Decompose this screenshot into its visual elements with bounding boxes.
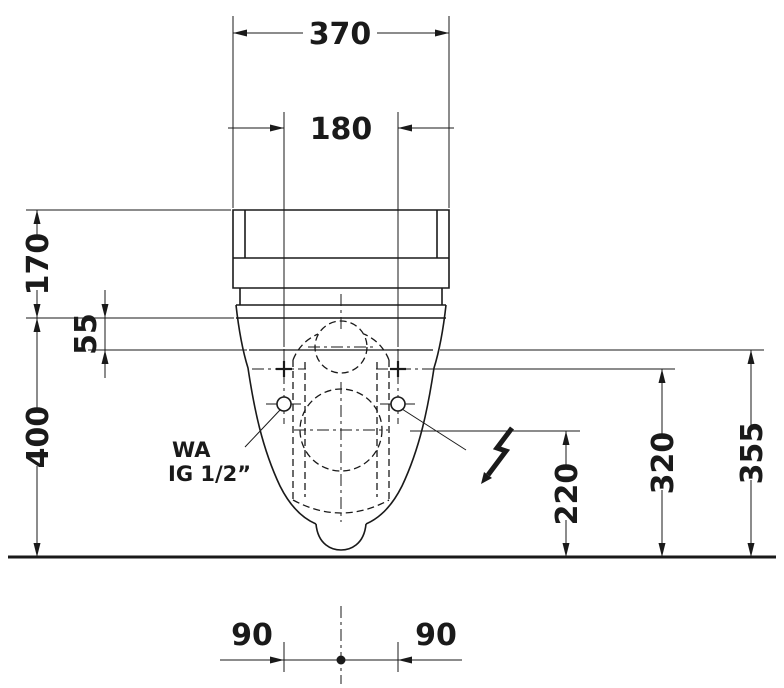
dim-rim-offset-value: 55: [69, 313, 104, 355]
dim-overall-width-value: 370: [309, 17, 372, 52]
mounting-point-right: [376, 349, 432, 424]
tank-outline: [232, 209, 450, 289]
fixing-hole-right: [380, 396, 416, 412]
dim-bottom-right-value: 90: [415, 618, 457, 653]
electrical-connection: [401, 408, 514, 484]
dim-fixing-height: 320: [432, 368, 681, 557]
water-connection-line2: IG 1/2”: [168, 462, 251, 486]
dim-seat-height: 400: [21, 318, 56, 557]
dim-overall-width: 370: [232, 16, 450, 208]
water-connection-line1: WA: [172, 438, 211, 462]
fixing-hole-left: [266, 396, 302, 412]
dim-outlet-height-value: 220: [550, 463, 585, 526]
water-connection-label: WA IG 1/2”: [168, 409, 281, 486]
dim-supply-height-value: 355: [735, 422, 770, 485]
dim-bottom-offsets: 90 90: [220, 606, 462, 684]
lightning-bolt-icon: [481, 426, 514, 484]
dim-rim-offset: 55: [69, 290, 247, 378]
dim-supply-height: 355: [440, 349, 770, 557]
center-point-marker: [336, 655, 346, 665]
dim-outlet-height: 220: [410, 430, 585, 557]
outlet-stub: [315, 523, 367, 551]
dim-tank-height: 170: [21, 209, 234, 319]
dim-fixing-height-value: 320: [646, 432, 681, 495]
bowl-outline: [235, 304, 317, 525]
dim-tank-height-value: 170: [21, 233, 56, 296]
dim-hole-spacing: 180: [228, 112, 454, 347]
toilet-fixture: [232, 209, 450, 551]
dim-seat-height-value: 400: [21, 406, 56, 469]
mounting-point-left: [252, 349, 306, 424]
dim-hole-spacing-value: 180: [310, 112, 373, 147]
dim-bottom-left-value: 90: [231, 618, 273, 653]
